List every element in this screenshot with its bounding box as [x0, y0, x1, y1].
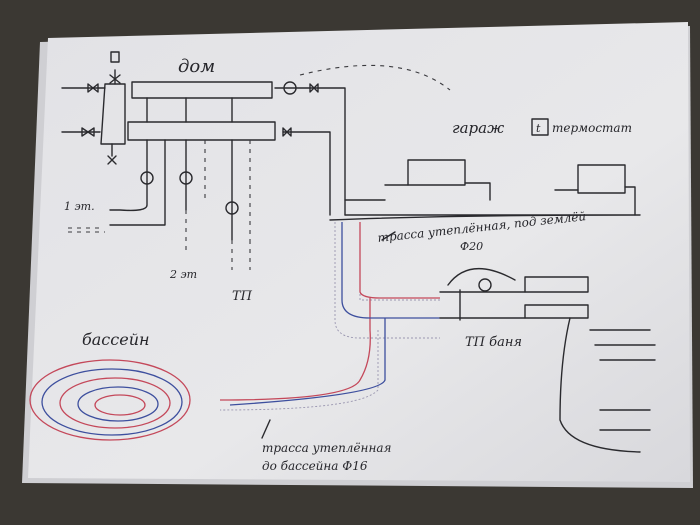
thermostat-symbol: t [536, 122, 541, 135]
main-route-diameter: Ф20 [460, 240, 483, 253]
garage-label: гараж [452, 119, 504, 137]
garage-radiators [329, 118, 641, 221]
underfloor-label: ТП [232, 289, 253, 304]
bath-unit [439, 268, 656, 453]
main-route [219, 222, 440, 411]
floor2-label: 2 эт [169, 268, 197, 281]
paper-sheet [28, 22, 690, 482]
pool-spiral [29, 359, 191, 441]
thermostat-box [531, 118, 549, 136]
thermostat-label: термостат [552, 121, 632, 135]
bath-underfloor-label: ТП баня [465, 335, 522, 350]
house-label: дом [178, 56, 215, 77]
floor1-label: 1 эт. [64, 200, 95, 213]
pool-route-label: трасса утеплённая [262, 441, 392, 455]
pool-route-arrow [261, 419, 271, 439]
house-manifold [61, 51, 451, 270]
pool-label: бассейн [82, 330, 150, 349]
main-route-arrow [381, 231, 396, 241]
pool-route-diameter: до бассейна Ф16 [262, 459, 368, 473]
branch-lines [68, 139, 251, 270]
